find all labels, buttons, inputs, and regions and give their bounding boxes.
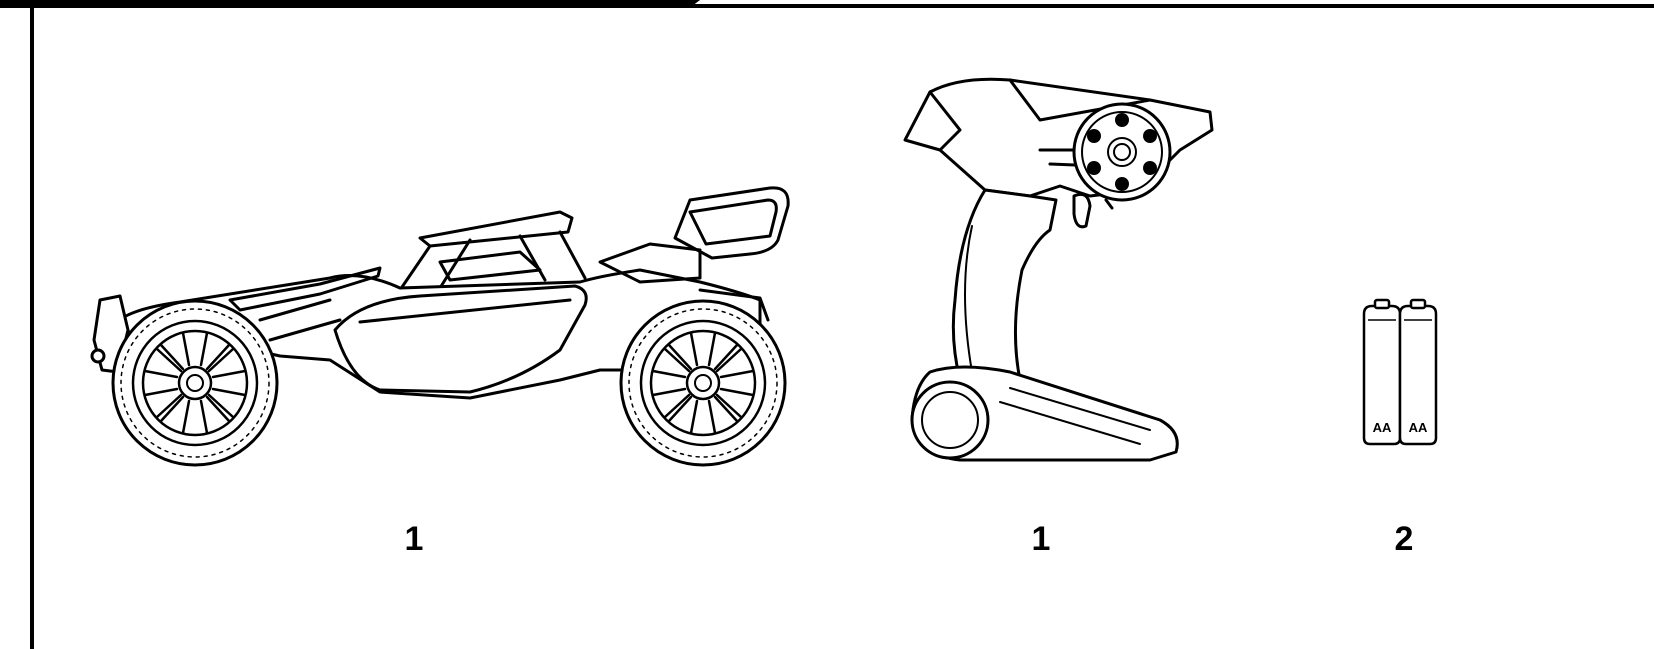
rc-buggy-quantity: 1 xyxy=(404,520,424,558)
panel-border xyxy=(30,4,1654,649)
aa-batteries-quantity: 2 xyxy=(1394,520,1414,558)
remote-controller-quantity: 1 xyxy=(1031,520,1051,558)
